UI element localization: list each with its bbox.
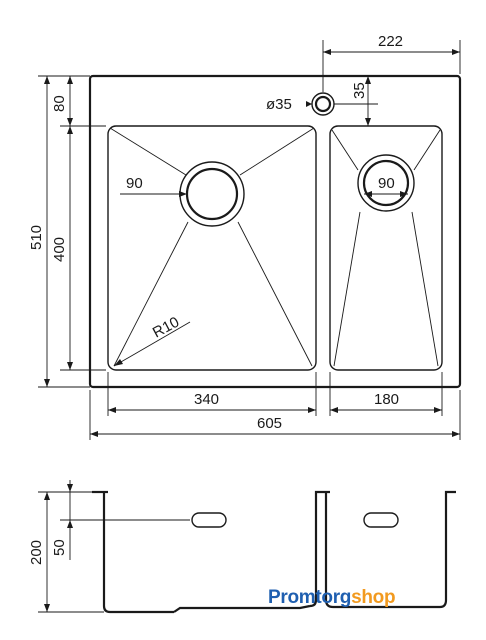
dim-80-label: 80 bbox=[51, 95, 68, 112]
dim-left-drain bbox=[120, 191, 187, 197]
dim-left-drain-label: 90 bbox=[126, 175, 143, 192]
dim-340-label: 340 bbox=[194, 391, 219, 408]
dim-35 bbox=[334, 76, 378, 126]
left-overflow-slot bbox=[191, 512, 227, 528]
dim-35-label: 35 bbox=[351, 82, 368, 99]
dim-section bbox=[38, 480, 190, 613]
dim-d35-label: ø35 bbox=[266, 96, 292, 113]
left-drain-outer bbox=[179, 161, 245, 227]
dim-200-label: 200 bbox=[28, 540, 45, 565]
dim-r10-label: R10 bbox=[150, 314, 182, 342]
dim-605-label: 605 bbox=[257, 415, 282, 432]
left-drain-inner bbox=[185, 167, 239, 221]
dim-bottom bbox=[89, 372, 461, 440]
dim-right-drain bbox=[364, 191, 408, 197]
tap-hole-inner bbox=[314, 95, 332, 113]
right-bowl-fold-lines bbox=[331, 129, 441, 367]
dim-400-label: 400 bbox=[51, 237, 68, 262]
right-drain-inner bbox=[362, 159, 410, 207]
sink-outline bbox=[88, 74, 462, 389]
right-overflow-slot bbox=[363, 512, 399, 528]
dim-50-label: 50 bbox=[51, 539, 68, 556]
dim-180-label: 180 bbox=[374, 391, 399, 408]
right-bowl bbox=[329, 125, 443, 371]
right-drain-outer bbox=[357, 154, 415, 212]
section-view bbox=[92, 490, 456, 614]
dim-d35 bbox=[306, 101, 312, 107]
dim-left-verticals bbox=[38, 75, 106, 388]
left-bowl-fold-lines bbox=[109, 127, 315, 367]
dim-right-drain-label: 90 bbox=[378, 175, 395, 192]
dim-510-label: 510 bbox=[28, 225, 45, 250]
dim-222-label: 222 bbox=[378, 33, 403, 50]
left-bowl bbox=[107, 125, 317, 371]
brand-logo-part1: Promtorg bbox=[268, 587, 352, 608]
dim-r10 bbox=[113, 321, 191, 367]
brand-logo: Promtorgshop bbox=[268, 587, 396, 609]
dim-222 bbox=[322, 40, 461, 92]
brand-logo-part2: shop bbox=[351, 587, 396, 608]
